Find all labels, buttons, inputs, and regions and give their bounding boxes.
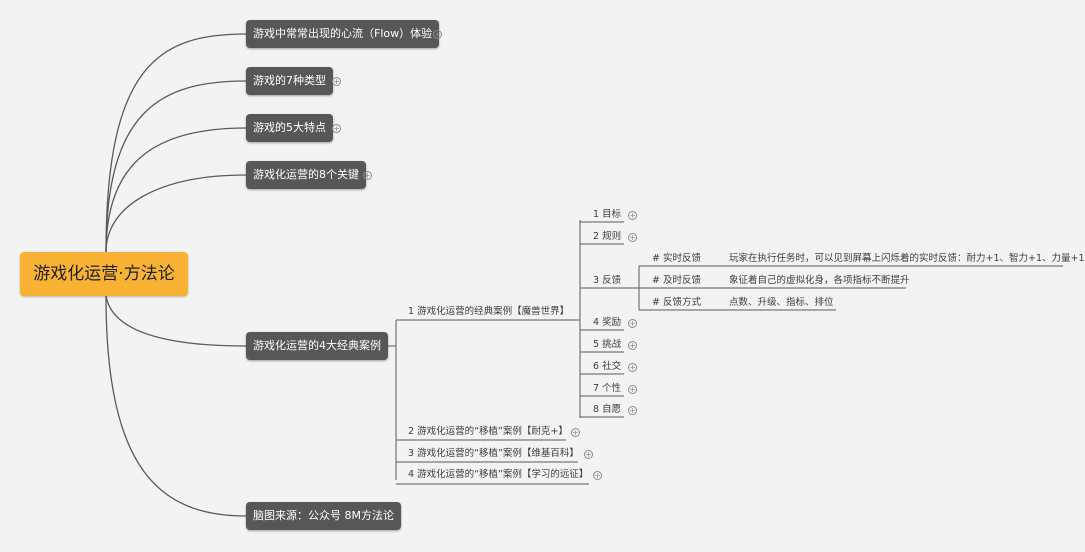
root-node[interactable]: 游戏化运营·方法论: [20, 252, 188, 296]
expand-case-expedition-icon[interactable]: +: [593, 471, 602, 480]
case-expedition[interactable]: 4 游戏化运营的“移植”案例【学习的远征】: [408, 469, 589, 480]
expand-wow-reward-icon[interactable]: +: [628, 319, 637, 328]
wow-item-social[interactable]: 6 社交: [593, 361, 622, 372]
expand-game-types-icon[interactable]: +: [332, 77, 341, 86]
expand-wow-challenge-icon[interactable]: +: [628, 341, 637, 350]
expand-case-nike-icon[interactable]: +: [571, 428, 580, 437]
branch-game-features[interactable]: 游戏的5大特点: [246, 114, 333, 142]
root-link-1: [105, 80, 247, 253]
case-wow[interactable]: 1 游戏化运营的经典案例【魔兽世界】: [408, 306, 570, 317]
wow-item-feedback[interactable]: 3 反馈: [593, 275, 622, 286]
branch-source[interactable]: 脑图来源：公众号 8M方法论: [246, 502, 401, 530]
branch-flow-experience[interactable]: 游戏中常常出现的心流（Flow）体验: [246, 20, 440, 48]
wow-item-rules[interactable]: 2 规则: [593, 231, 622, 242]
branch-game-types[interactable]: 游戏的7种类型: [246, 67, 333, 95]
expand-wow-voluntary-icon[interactable]: +: [628, 406, 637, 415]
expand-gamification-keys-icon[interactable]: +: [363, 171, 372, 180]
case-wikipedia[interactable]: 3 游戏化运营的“移植”案例【维基百科】: [408, 448, 579, 459]
root-link-0: [105, 33, 247, 253]
feedback-realtime-desc: 玩家在执行任务时，可以见到屏幕上闪烁着的实时反馈：耐力+1、智力+1、力量+1: [729, 253, 1085, 264]
feedback-timely[interactable]: # 及时反馈: [652, 275, 701, 286]
root-link-3: [105, 174, 247, 253]
feedback-method-desc: 点数、升级、指标、排位: [729, 297, 834, 308]
wow-item-goal[interactable]: 1 目标: [593, 209, 622, 220]
wow-item-voluntary[interactable]: 8 自愿: [593, 404, 622, 415]
wow-item-personality[interactable]: 7 个性: [593, 383, 622, 394]
root-link-2: [105, 127, 247, 253]
case-nike[interactable]: 2 游戏化运营的“移植”案例【耐克+】: [408, 426, 568, 437]
root-link-4: [105, 295, 247, 347]
branch-gamification-keys[interactable]: 游戏化运营的8个关键: [246, 161, 366, 189]
feedback-method[interactable]: # 反馈方式: [652, 297, 701, 308]
expand-case-wikipedia-icon[interactable]: +: [584, 450, 593, 459]
expand-game-features-icon[interactable]: +: [332, 124, 341, 133]
expand-wow-personality-icon[interactable]: +: [628, 385, 637, 394]
expand-wow-social-icon[interactable]: +: [628, 363, 637, 372]
feedback-timely-desc: 象征着自己的虚拟化身，各项指标不断提升: [729, 275, 910, 286]
expand-wow-goal-icon[interactable]: +: [628, 211, 637, 220]
feedback-realtime[interactable]: # 实时反馈: [652, 253, 701, 264]
expand-wow-rules-icon[interactable]: +: [628, 233, 637, 242]
expand-flow-icon[interactable]: +: [433, 30, 442, 39]
root-link-5: [105, 295, 247, 517]
wow-item-reward[interactable]: 4 奖励: [593, 317, 622, 328]
branch-classic-cases[interactable]: 游戏化运营的4大经典案例: [246, 332, 388, 360]
wow-item-challenge[interactable]: 5 挑战: [593, 339, 622, 350]
